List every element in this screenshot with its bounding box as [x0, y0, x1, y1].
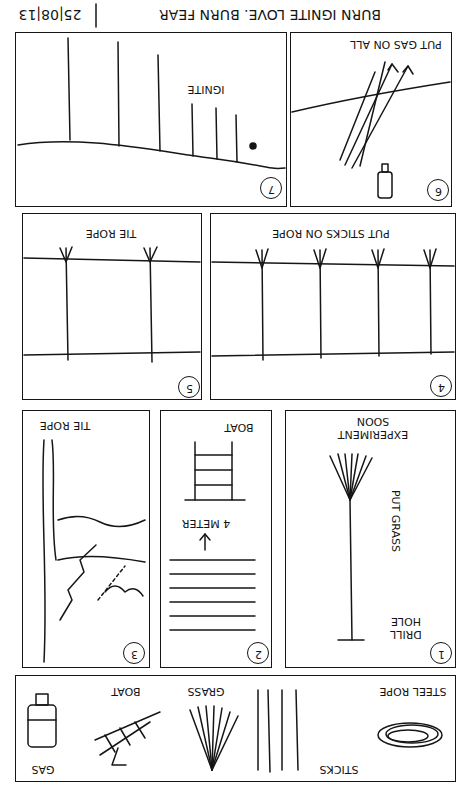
callout-number: 7 — [268, 182, 275, 195]
step-caption: GAS — [31, 763, 54, 776]
callout-number: 3 — [131, 647, 138, 660]
step-caption: IGNITE — [188, 83, 225, 96]
callout-number: 2 — [255, 647, 262, 660]
number-circle: 4 — [430, 375, 452, 397]
number-circle: 3 — [123, 642, 145, 664]
step-caption: EXPERIMENT SOON — [330, 414, 416, 439]
step-caption: BOAT — [224, 421, 253, 434]
step-caption: STICKS — [320, 763, 359, 776]
step-caption: DRILL HOLE — [384, 614, 428, 639]
grass-stick-sketch — [330, 454, 372, 640]
pole-sketch — [18, 38, 285, 169]
number-circle: 7 — [260, 177, 282, 199]
storyboard-panel: PUT STICKS ON ROPE 4 — [210, 213, 456, 400]
sticks-sketch — [212, 249, 454, 360]
callout-number: 4 — [438, 380, 445, 393]
step-caption: PUT GAS ON ALL — [350, 38, 442, 51]
storyboard-panel: 4 METER BOAT 2 — [160, 410, 272, 668]
sheet-title: BURN IGNITE LOVE. BURN FEAR — [159, 7, 381, 23]
materials-sketch — [28, 690, 442, 772]
storyboard-panel: TIE ROPE 3 — [22, 410, 150, 668]
storyboard-panel: DRILL HOLE PUT GRASS EXPERIMENT SOON 1 — [285, 410, 456, 668]
landscape-sketch — [43, 440, 145, 662]
number-circle: 5 — [178, 376, 200, 398]
boat-sketch — [170, 442, 255, 630]
callout-number: 6 — [435, 184, 442, 197]
step-caption: TIE ROPE — [86, 227, 136, 240]
number-circle: 2 — [247, 642, 269, 664]
step-caption: STEEL ROPE — [379, 685, 446, 698]
callout-number: 5 — [186, 381, 193, 394]
gas-sketch — [292, 62, 450, 198]
date-label: 25|08|13 — [19, 7, 82, 23]
storyboard-panel: TIE ROPE 5 — [22, 213, 202, 400]
step-caption: TIE ROPE — [40, 419, 90, 432]
rope-sketch — [24, 247, 200, 362]
step-caption: PUT STICKS ON ROPE — [272, 227, 390, 240]
callout-number: 1 — [438, 647, 445, 660]
number-circle: 1 — [430, 642, 452, 664]
storyboard-panel: PUT GAS ON ALL 6 — [290, 32, 452, 207]
storyboard-panel: IGNITE 7 — [15, 32, 287, 207]
step-caption: PUT GRASS — [389, 490, 402, 552]
step-caption: GRASS — [187, 685, 224, 698]
step-caption: BOAT — [111, 685, 140, 698]
step-caption: 4 METER — [182, 517, 230, 530]
separator-line — [95, 4, 97, 27]
materials-strip: STEEL ROPE STICKS GRASS BOAT GAS — [15, 675, 456, 782]
number-circle: 6 — [427, 179, 449, 201]
